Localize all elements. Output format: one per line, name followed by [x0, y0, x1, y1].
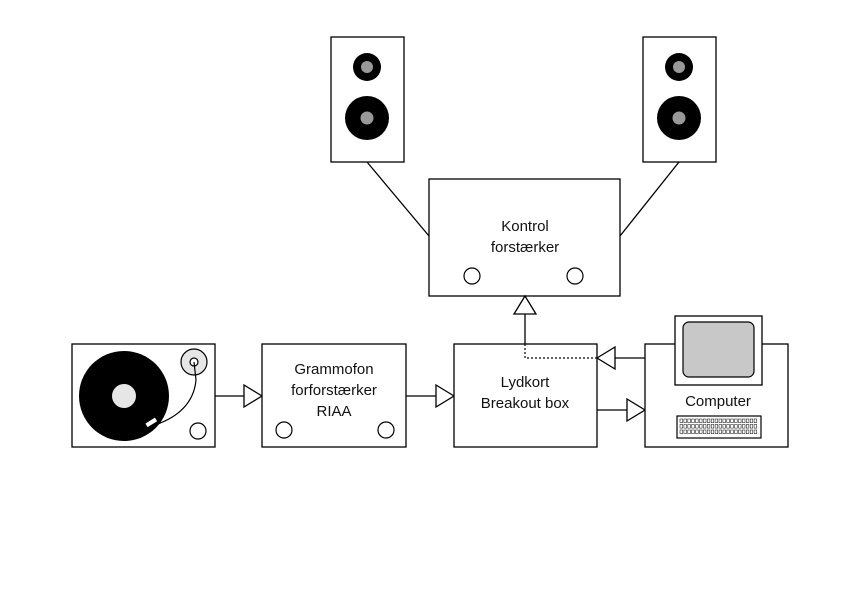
keyboard-key — [679, 424, 683, 429]
preamp-knob-left — [275, 421, 293, 439]
preamp-label-line2: forforstærker — [291, 382, 377, 399]
keyboard-key — [730, 418, 734, 423]
keyboard-key — [749, 418, 754, 423]
preamp-label-line1: Grammofon — [294, 361, 373, 378]
keyboard-key — [718, 429, 722, 434]
keyboard-key — [730, 424, 734, 429]
monitor-screen — [682, 321, 755, 378]
keyboard-key — [722, 418, 726, 423]
computer-label: Computer — [685, 393, 751, 410]
keyboard-key — [691, 418, 695, 423]
amplifier-label-line1: Kontrol — [501, 218, 549, 235]
keyboard-key — [749, 429, 754, 434]
keyboard-key — [726, 429, 730, 434]
internal-monitor-path — [524, 344, 597, 359]
keyboard-key — [695, 418, 699, 423]
keyboard-key — [707, 429, 711, 434]
arrow-computer-to-soundcard — [595, 345, 645, 371]
left-speaker-icon — [330, 36, 405, 163]
keyboard-key — [746, 418, 750, 423]
turntable-icon — [71, 343, 216, 448]
keyboard-key — [734, 418, 738, 423]
keyboard-key — [679, 418, 683, 423]
keyboard-key — [738, 424, 742, 429]
keyboard-key — [746, 429, 750, 434]
keyboard-key — [753, 429, 757, 434]
keyboard-key — [710, 429, 715, 434]
keyboard-key — [718, 424, 722, 429]
arrow-turntable-to-preamp — [215, 383, 264, 409]
keyboard-icon — [676, 415, 762, 439]
keyboard-key — [710, 418, 715, 423]
right-speaker-cable — [619, 161, 680, 237]
preamp-label-line3: RIAA — [316, 403, 351, 420]
keyboard-key — [707, 418, 711, 423]
keyboard-key — [714, 418, 718, 423]
right-speaker-icon — [642, 36, 717, 163]
keyboard-key — [726, 424, 730, 429]
amplifier-label-line2: forstærker — [491, 239, 559, 256]
amplifier-knob-left — [463, 267, 481, 285]
computer-icon: Computer — [644, 315, 789, 448]
keyboard-key — [734, 429, 738, 434]
keyboard-key — [703, 429, 707, 434]
control-amplifier-box: Kontrol forstærker — [428, 178, 621, 297]
keyboard-key — [753, 424, 757, 429]
keyboard-key — [742, 418, 746, 423]
keyboard-key — [746, 424, 750, 429]
keyboard-key — [703, 418, 707, 423]
arrow-preamp-to-soundcard — [406, 383, 456, 409]
keyboard-key — [730, 429, 734, 434]
keyboard-key — [714, 424, 718, 429]
keyboard-key — [710, 424, 715, 429]
keyboard-key — [687, 424, 691, 429]
keyboard-key — [699, 418, 703, 423]
keyboard-key — [749, 424, 754, 429]
amplifier-knob-right — [566, 267, 584, 285]
keyboard-key — [722, 424, 726, 429]
keyboard-key — [738, 418, 742, 423]
soundcard-label-line2: Breakout box — [481, 395, 570, 412]
keyboard-key — [683, 429, 687, 434]
keyboard-key — [699, 424, 703, 429]
keyboard-key — [734, 424, 738, 429]
left-speaker-cable — [366, 161, 430, 237]
keyboard-key — [683, 418, 687, 423]
preamp-knob-right — [377, 421, 395, 439]
keyboard-key — [695, 424, 699, 429]
keyboard-key — [722, 429, 726, 434]
arrow-soundcard-to-amplifier — [512, 294, 538, 344]
keyboard-key — [691, 424, 695, 429]
soundcard-label-line1: Lydkort — [501, 374, 550, 391]
arrow-soundcard-to-computer — [597, 397, 647, 423]
keyboard-key — [753, 418, 757, 423]
soundcard-box: Lydkort Breakout box — [453, 343, 598, 448]
keyboard-key — [718, 418, 722, 423]
keyboard-key — [714, 429, 718, 434]
keyboard-key — [699, 429, 703, 434]
preamp-box: Grammofon forforstærker RIAA — [261, 343, 407, 448]
keyboard-key — [679, 429, 683, 434]
keyboard-key — [683, 424, 687, 429]
keyboard-key — [695, 429, 699, 434]
keyboard-key — [742, 429, 746, 434]
keyboard-key — [707, 424, 711, 429]
keyboard-key — [687, 418, 691, 423]
keyboard-key — [691, 429, 695, 434]
keyboard-key — [726, 418, 730, 423]
keyboard-key — [742, 424, 746, 429]
keyboard-key — [687, 429, 691, 434]
keyboard-key — [703, 424, 707, 429]
keyboard-key — [738, 429, 742, 434]
